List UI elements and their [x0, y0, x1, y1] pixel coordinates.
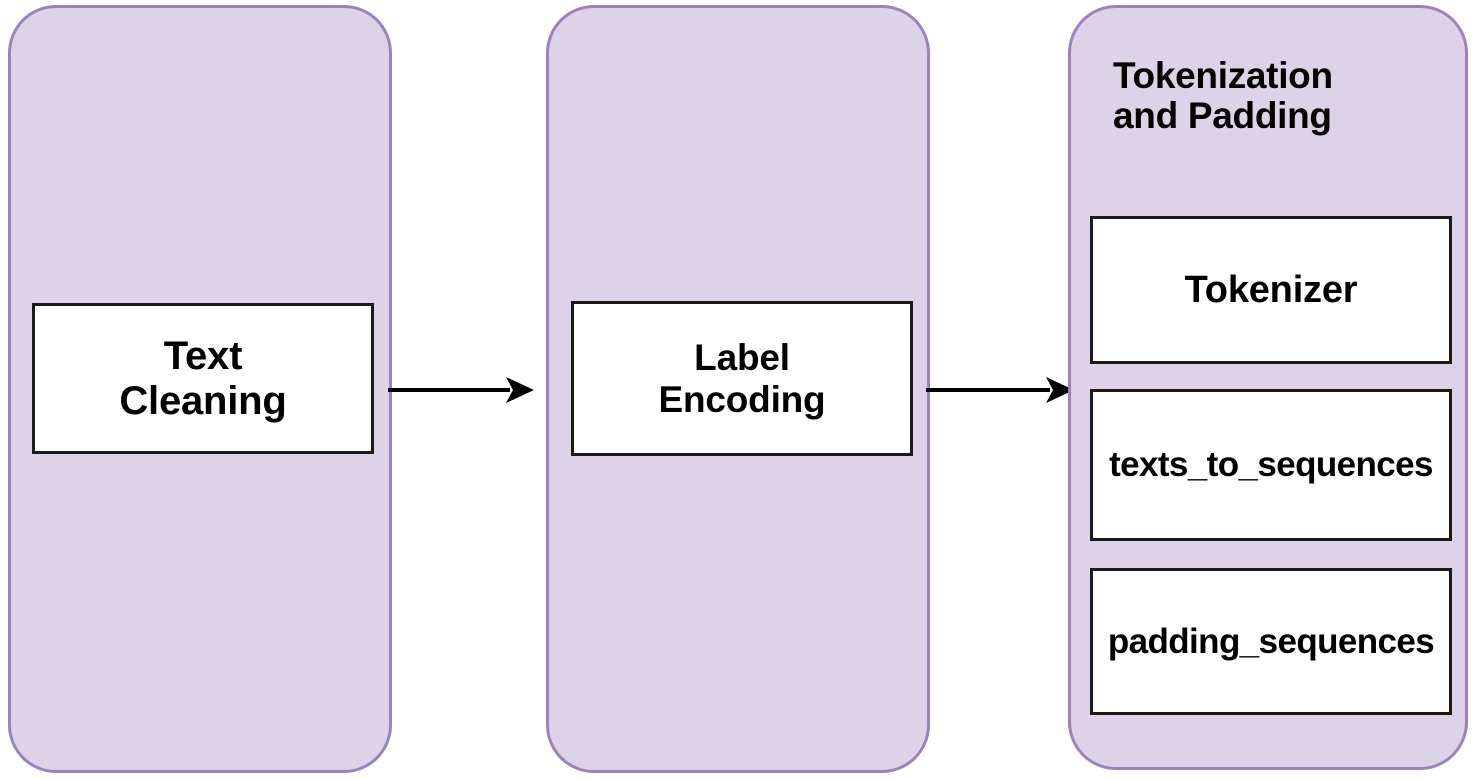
box-tokenizer: Tokenizer: [1090, 216, 1452, 364]
arrow-label-encoding-to-tokenization: [926, 377, 1074, 403]
stage-label-encoding: Label Encoding: [546, 5, 930, 773]
stage-tokenization-and-padding: Tokenization and Padding Tokenizer texts…: [1068, 5, 1468, 770]
box-texts-to-sequences: texts_to_sequences: [1090, 389, 1452, 541]
box-padding-sequences: padding_sequences: [1090, 568, 1452, 715]
arrow-text-cleaning-to-label-encoding: [388, 377, 534, 403]
box-text-cleaning: Text Cleaning: [32, 303, 374, 454]
box-label-encoding: Label Encoding: [571, 301, 913, 456]
stage-text-cleaning: Text Cleaning: [8, 5, 392, 773]
stage-title-tokenization-and-padding: Tokenization and Padding: [1113, 55, 1333, 136]
